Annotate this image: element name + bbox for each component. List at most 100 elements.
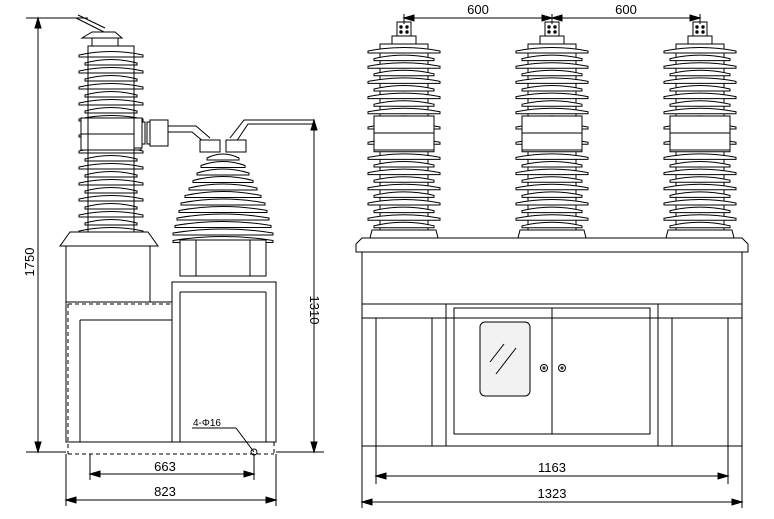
pole-shed bbox=[663, 47, 737, 54]
shed bbox=[78, 163, 144, 170]
pole-shed bbox=[669, 100, 731, 107]
dim-label-1310: 1310 bbox=[307, 296, 322, 325]
shed bbox=[78, 51, 144, 58]
terminal-bolt bbox=[405, 25, 409, 29]
shed bbox=[84, 171, 138, 178]
ct-shed bbox=[184, 191, 262, 198]
terminal-bolt bbox=[695, 30, 699, 34]
side-main-insulator bbox=[59, 14, 159, 247]
pole-shed bbox=[367, 199, 441, 206]
ct-shed bbox=[196, 168, 250, 176]
ct-shed bbox=[174, 221, 272, 228]
pole-shed bbox=[515, 92, 589, 100]
pole-shed bbox=[669, 221, 731, 229]
dim-label-600-right: 600 bbox=[615, 2, 637, 17]
pole-shed bbox=[663, 107, 737, 115]
pole-shed bbox=[521, 176, 583, 183]
pole-base bbox=[369, 229, 439, 239]
pole-shed bbox=[663, 62, 737, 69]
ct-shed bbox=[180, 198, 266, 206]
front-pole-right bbox=[663, 21, 737, 239]
ct-shed bbox=[188, 183, 258, 191]
terminal-bolt bbox=[547, 30, 551, 34]
pole-shed bbox=[669, 54, 731, 62]
front-pole-center bbox=[515, 21, 589, 239]
ct-shed bbox=[178, 206, 268, 213]
shed bbox=[78, 67, 144, 74]
terminal-bolt bbox=[695, 25, 699, 29]
pole-shed bbox=[373, 206, 435, 214]
pole-shed bbox=[521, 191, 583, 198]
side-frame bbox=[65, 245, 277, 455]
terminal-bolt bbox=[547, 25, 551, 29]
dim-label-1750: 1750 bbox=[22, 248, 37, 277]
terminal-bolt bbox=[553, 25, 557, 29]
pole-shed bbox=[373, 100, 435, 107]
shed bbox=[84, 91, 138, 98]
pole-shed bbox=[373, 191, 435, 198]
ct-shed bbox=[176, 213, 270, 221]
pole-shed bbox=[669, 69, 731, 77]
terminal-bolt bbox=[701, 25, 705, 29]
pole-shed bbox=[367, 107, 441, 115]
pole-shed bbox=[373, 54, 435, 62]
pole-shed bbox=[515, 107, 589, 115]
terminal-bolt bbox=[399, 30, 403, 34]
shed bbox=[78, 195, 144, 202]
pole-shed bbox=[669, 85, 731, 92]
pole-terminal bbox=[692, 21, 708, 37]
pole-shed bbox=[367, 183, 441, 191]
pole-cap bbox=[391, 35, 417, 45]
terminal-bolt bbox=[405, 30, 409, 34]
pole-shed bbox=[663, 199, 737, 206]
ct-shed bbox=[206, 153, 240, 161]
pole-shed bbox=[515, 168, 589, 176]
pole-terminal bbox=[396, 21, 412, 37]
ct-shed bbox=[192, 176, 254, 183]
pole-shed bbox=[521, 69, 583, 77]
pole-shed bbox=[367, 92, 441, 100]
mounting-holes-note: 4-Φ16 bbox=[193, 418, 221, 429]
side-connection-arm bbox=[133, 117, 314, 149]
pole-shed bbox=[515, 153, 589, 160]
shed bbox=[78, 99, 144, 106]
pole-shed bbox=[515, 77, 589, 84]
pole-shed bbox=[669, 176, 731, 183]
pole-shed bbox=[515, 199, 589, 206]
pole-shed bbox=[373, 85, 435, 92]
pole-shed bbox=[663, 153, 737, 160]
pole-shed bbox=[367, 47, 441, 54]
side-current-transformer bbox=[172, 139, 274, 277]
dim-front-total-width bbox=[360, 446, 744, 508]
shed bbox=[84, 59, 138, 66]
dim-label-600-left: 600 bbox=[467, 2, 489, 17]
dim-side-tank-height bbox=[276, 118, 324, 454]
pole-shed bbox=[521, 161, 583, 168]
dim-front-inner-width bbox=[374, 446, 730, 484]
front-top-cover bbox=[355, 237, 749, 253]
pole-shed bbox=[663, 183, 737, 191]
shed bbox=[84, 107, 138, 114]
shed bbox=[78, 179, 144, 186]
pole-shed bbox=[373, 221, 435, 229]
front-cabinet bbox=[361, 251, 743, 447]
pole-cap bbox=[539, 35, 565, 45]
dim-side-bolt-spacing bbox=[88, 454, 256, 480]
dim-front-pole-spacing bbox=[402, 14, 702, 24]
ct-shed bbox=[200, 161, 246, 168]
dim-label-1163: 1163 bbox=[538, 460, 566, 475]
pole-shed bbox=[669, 191, 731, 198]
pole-shed bbox=[367, 77, 441, 84]
pole-shed bbox=[663, 92, 737, 100]
pole-cap bbox=[687, 35, 713, 45]
terminal-bolt bbox=[553, 30, 557, 34]
front-doors bbox=[453, 307, 651, 435]
pole-shed bbox=[669, 206, 731, 214]
dim-label-1323: 1323 bbox=[538, 486, 567, 501]
pole-shed bbox=[663, 168, 737, 176]
pole-shed bbox=[663, 77, 737, 84]
pole-shed bbox=[521, 221, 583, 229]
pole-shed bbox=[521, 54, 583, 62]
pole-shed bbox=[367, 168, 441, 176]
